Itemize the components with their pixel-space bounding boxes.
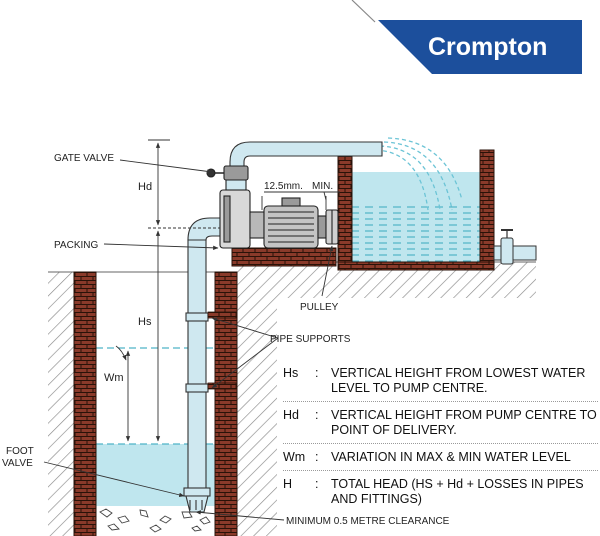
delivery-tank [337,137,537,271]
pipe-supports-label: PIPE SUPPORTS [270,334,351,345]
gap-min-label: MIN. [312,181,333,192]
hd-symbol: Hd [138,181,152,193]
legend-separator: : [315,366,319,380]
legend-description: VARIATION IN MAX & MIN WATER LEVEL [331,450,571,464]
legend-row-h: H : TOTAL HEAD (HS + Hd + LOSSES IN PIPE… [283,471,598,512]
legend-symbol: Hd [283,408,299,422]
pump [219,175,265,249]
foot-valve [183,487,211,513]
pulley-label: PULLEY [300,302,339,313]
legend-symbol: Hs [283,366,299,380]
dimension-lines [125,139,340,442]
legend-description: TOTAL HEAD (HS + Hd + LOSSES IN PIPES AN… [331,477,584,506]
legend: Hs : VERTICAL HEIGHT FROM LOWEST WATER L… [283,360,598,512]
gate-valve [206,165,249,181]
motor [263,197,327,249]
well-wall-left [73,271,97,536]
min-clearance-label: MINIMUM 0.5 METRE CLEARANCE [286,516,450,527]
legend-description: VERTICAL HEIGHT FROM PUMP CENTRE TO POIN… [331,408,597,437]
leader-lines [43,159,334,521]
gap-label: 12.5mm. [264,181,303,192]
well-wall-right [214,271,238,536]
corner-line [351,0,376,23]
gate-valve-label: GATE VALVE [54,153,114,164]
piping [185,141,383,491]
packing-label: PACKING [54,240,98,251]
hs-symbol: Hs [138,316,152,328]
legend-row-hd: Hd : VERTICAL HEIGHT FROM PUMP CENTRE TO… [283,402,598,444]
pipe-supports [207,311,237,390]
outlet-valve [500,237,514,265]
foot-valve-label-line1: FOOT [6,446,34,457]
legend-description: VERTICAL HEIGHT FROM LOWEST WATER LEVEL … [331,366,586,395]
pulley [325,209,339,245]
legend-separator: : [315,408,319,422]
legend-row-wm: Wm : VARIATION IN MAX & MIN WATER LEVEL [283,444,598,471]
wm-symbol: Wm [104,372,124,384]
legend-symbol: H [283,477,293,491]
brand-banner [378,20,582,74]
brand-logo: Crompton [428,33,547,61]
foot-valve-label-line2: VALVE [2,458,33,469]
legend-symbol: Wm [283,450,306,464]
legend-row-hs: Hs : VERTICAL HEIGHT FROM LOWEST WATER L… [283,360,598,402]
pump-base [231,247,337,267]
legend-separator: : [315,450,319,464]
legend-separator: : [315,477,319,491]
